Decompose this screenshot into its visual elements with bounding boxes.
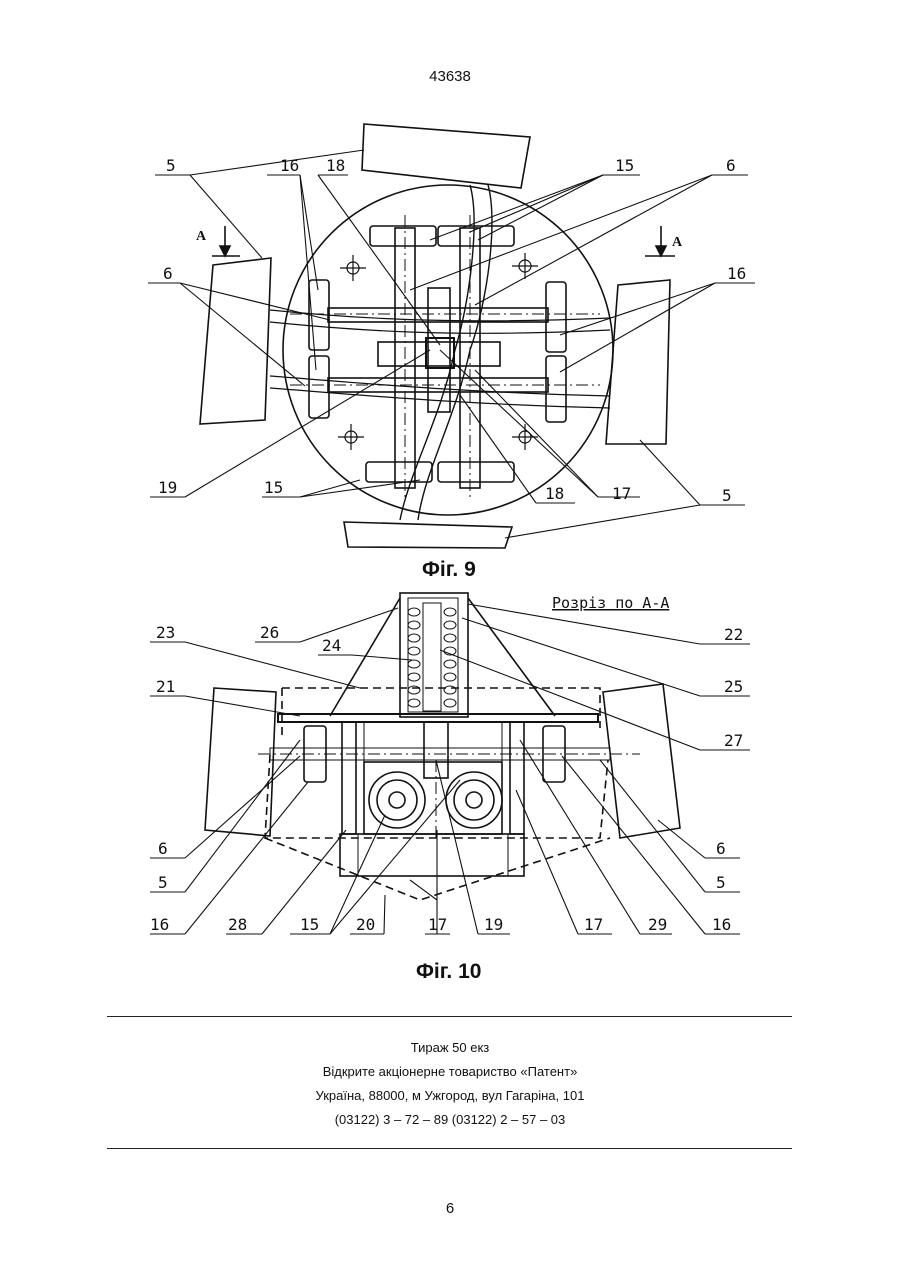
left-block xyxy=(200,258,271,424)
label-17: 17 xyxy=(612,484,631,503)
label-19: 19 xyxy=(484,915,503,934)
imprint-circulation: Тираж 50 екз xyxy=(0,1040,900,1055)
imprint-publisher: Відкрите акціонерне товариство «Патент» xyxy=(0,1064,900,1079)
label-16: 16 xyxy=(150,915,169,934)
imprint-address: Україна, 88000, м Ужгород, вул Гагаріна,… xyxy=(0,1088,900,1103)
section-marker-left: А xyxy=(196,229,207,244)
label-6: 6 xyxy=(158,839,168,858)
figure-9-caption: Фіг. 9 xyxy=(422,558,476,581)
label-16: 16 xyxy=(727,264,746,283)
label-26: 26 xyxy=(260,623,279,642)
label-5: 5 xyxy=(716,873,726,892)
figure-10-caption: Фіг. 10 xyxy=(416,960,481,983)
label-28: 28 xyxy=(228,915,247,934)
label-21: 21 xyxy=(156,677,175,696)
label-5: 5 xyxy=(158,873,168,892)
label-6: 6 xyxy=(726,156,736,175)
label-18: 18 xyxy=(545,484,564,503)
section-marker-right: А xyxy=(672,235,683,250)
label-17: 17 xyxy=(584,915,603,934)
right-block xyxy=(606,280,670,444)
label-18: 18 xyxy=(326,156,345,175)
top-divider xyxy=(107,1016,792,1017)
label-19: 19 xyxy=(158,478,177,497)
page-number: 6 xyxy=(0,1200,900,1217)
bottom-divider xyxy=(107,1148,792,1149)
imprint-phones: (03122) 3 – 72 – 89 (03122) 2 – 57 – 03 xyxy=(0,1112,900,1127)
label-24: 24 xyxy=(322,636,341,655)
label-6: 6 xyxy=(716,839,726,858)
label-27: 27 xyxy=(724,731,743,750)
label-20: 20 xyxy=(356,915,375,934)
top-block xyxy=(362,124,530,188)
label-5: 5 xyxy=(722,486,732,505)
label-15: 15 xyxy=(264,478,283,497)
label-5: 5 xyxy=(166,156,176,175)
figure-10-drawing xyxy=(150,593,750,934)
bottom-block xyxy=(344,522,512,548)
label-25: 25 xyxy=(724,677,743,696)
figure-9-drawing xyxy=(148,124,755,548)
label-16: 16 xyxy=(280,156,299,175)
label-23: 23 xyxy=(156,623,175,642)
label-17: 17 xyxy=(428,915,447,934)
label-15: 15 xyxy=(615,156,634,175)
label-6: 6 xyxy=(163,264,173,283)
label-15: 15 xyxy=(300,915,319,934)
label-29: 29 xyxy=(648,915,667,934)
label-16: 16 xyxy=(712,915,731,934)
label-22: 22 xyxy=(724,625,743,644)
section-title: Розріз по А-А xyxy=(552,594,669,612)
